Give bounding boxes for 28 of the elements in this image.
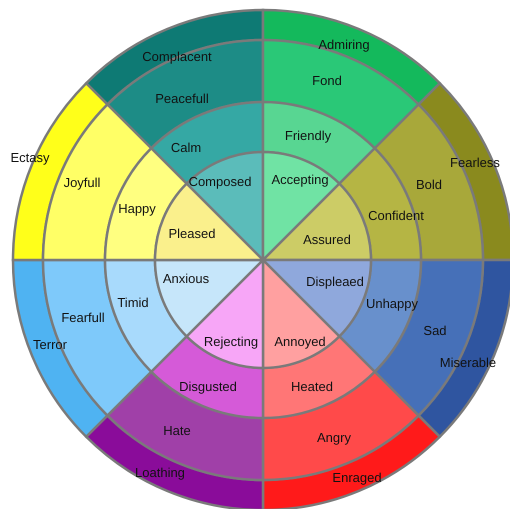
emotion-label: Joyfull — [64, 174, 100, 190]
emotion-label: Displeaed — [306, 274, 364, 289]
emotion-label: Annoyed — [274, 334, 326, 349]
emotion-label: Happy — [118, 200, 156, 216]
emotion-label: Disgusted — [179, 378, 237, 394]
emotion-label: Bold — [416, 176, 442, 192]
emotion-label: Heated — [291, 378, 333, 394]
emotion-label: Admiring — [318, 37, 370, 52]
emotion-label: Accepting — [271, 172, 329, 187]
emotion-label: Peacefull — [155, 91, 209, 106]
emotion-label: Timid — [117, 295, 149, 310]
emotion-label: Assured — [303, 232, 351, 247]
emotion-label: Unhappy — [366, 296, 418, 311]
emotion-label: Angry — [317, 430, 351, 445]
emotion-label: Rejecting — [204, 334, 258, 349]
emotion-label: Anxious — [162, 271, 210, 286]
emotion-label: Friendly — [284, 128, 332, 143]
emotion-label: Calm — [170, 140, 202, 155]
emotion-label: Confident — [368, 208, 424, 223]
emotion-label: Sad — [423, 323, 447, 338]
emotion-label: Loathing — [135, 464, 185, 480]
emotion-label: Hate — [163, 422, 191, 438]
emotion-label: Fearfull — [61, 310, 105, 325]
emotion-label: Fond — [312, 73, 342, 88]
emotion-label: Pleased — [168, 226, 216, 241]
emotion-label: Enraged — [332, 470, 382, 485]
emotion-label: Composed — [188, 174, 252, 189]
emotion-label: Terror — [33, 337, 67, 352]
